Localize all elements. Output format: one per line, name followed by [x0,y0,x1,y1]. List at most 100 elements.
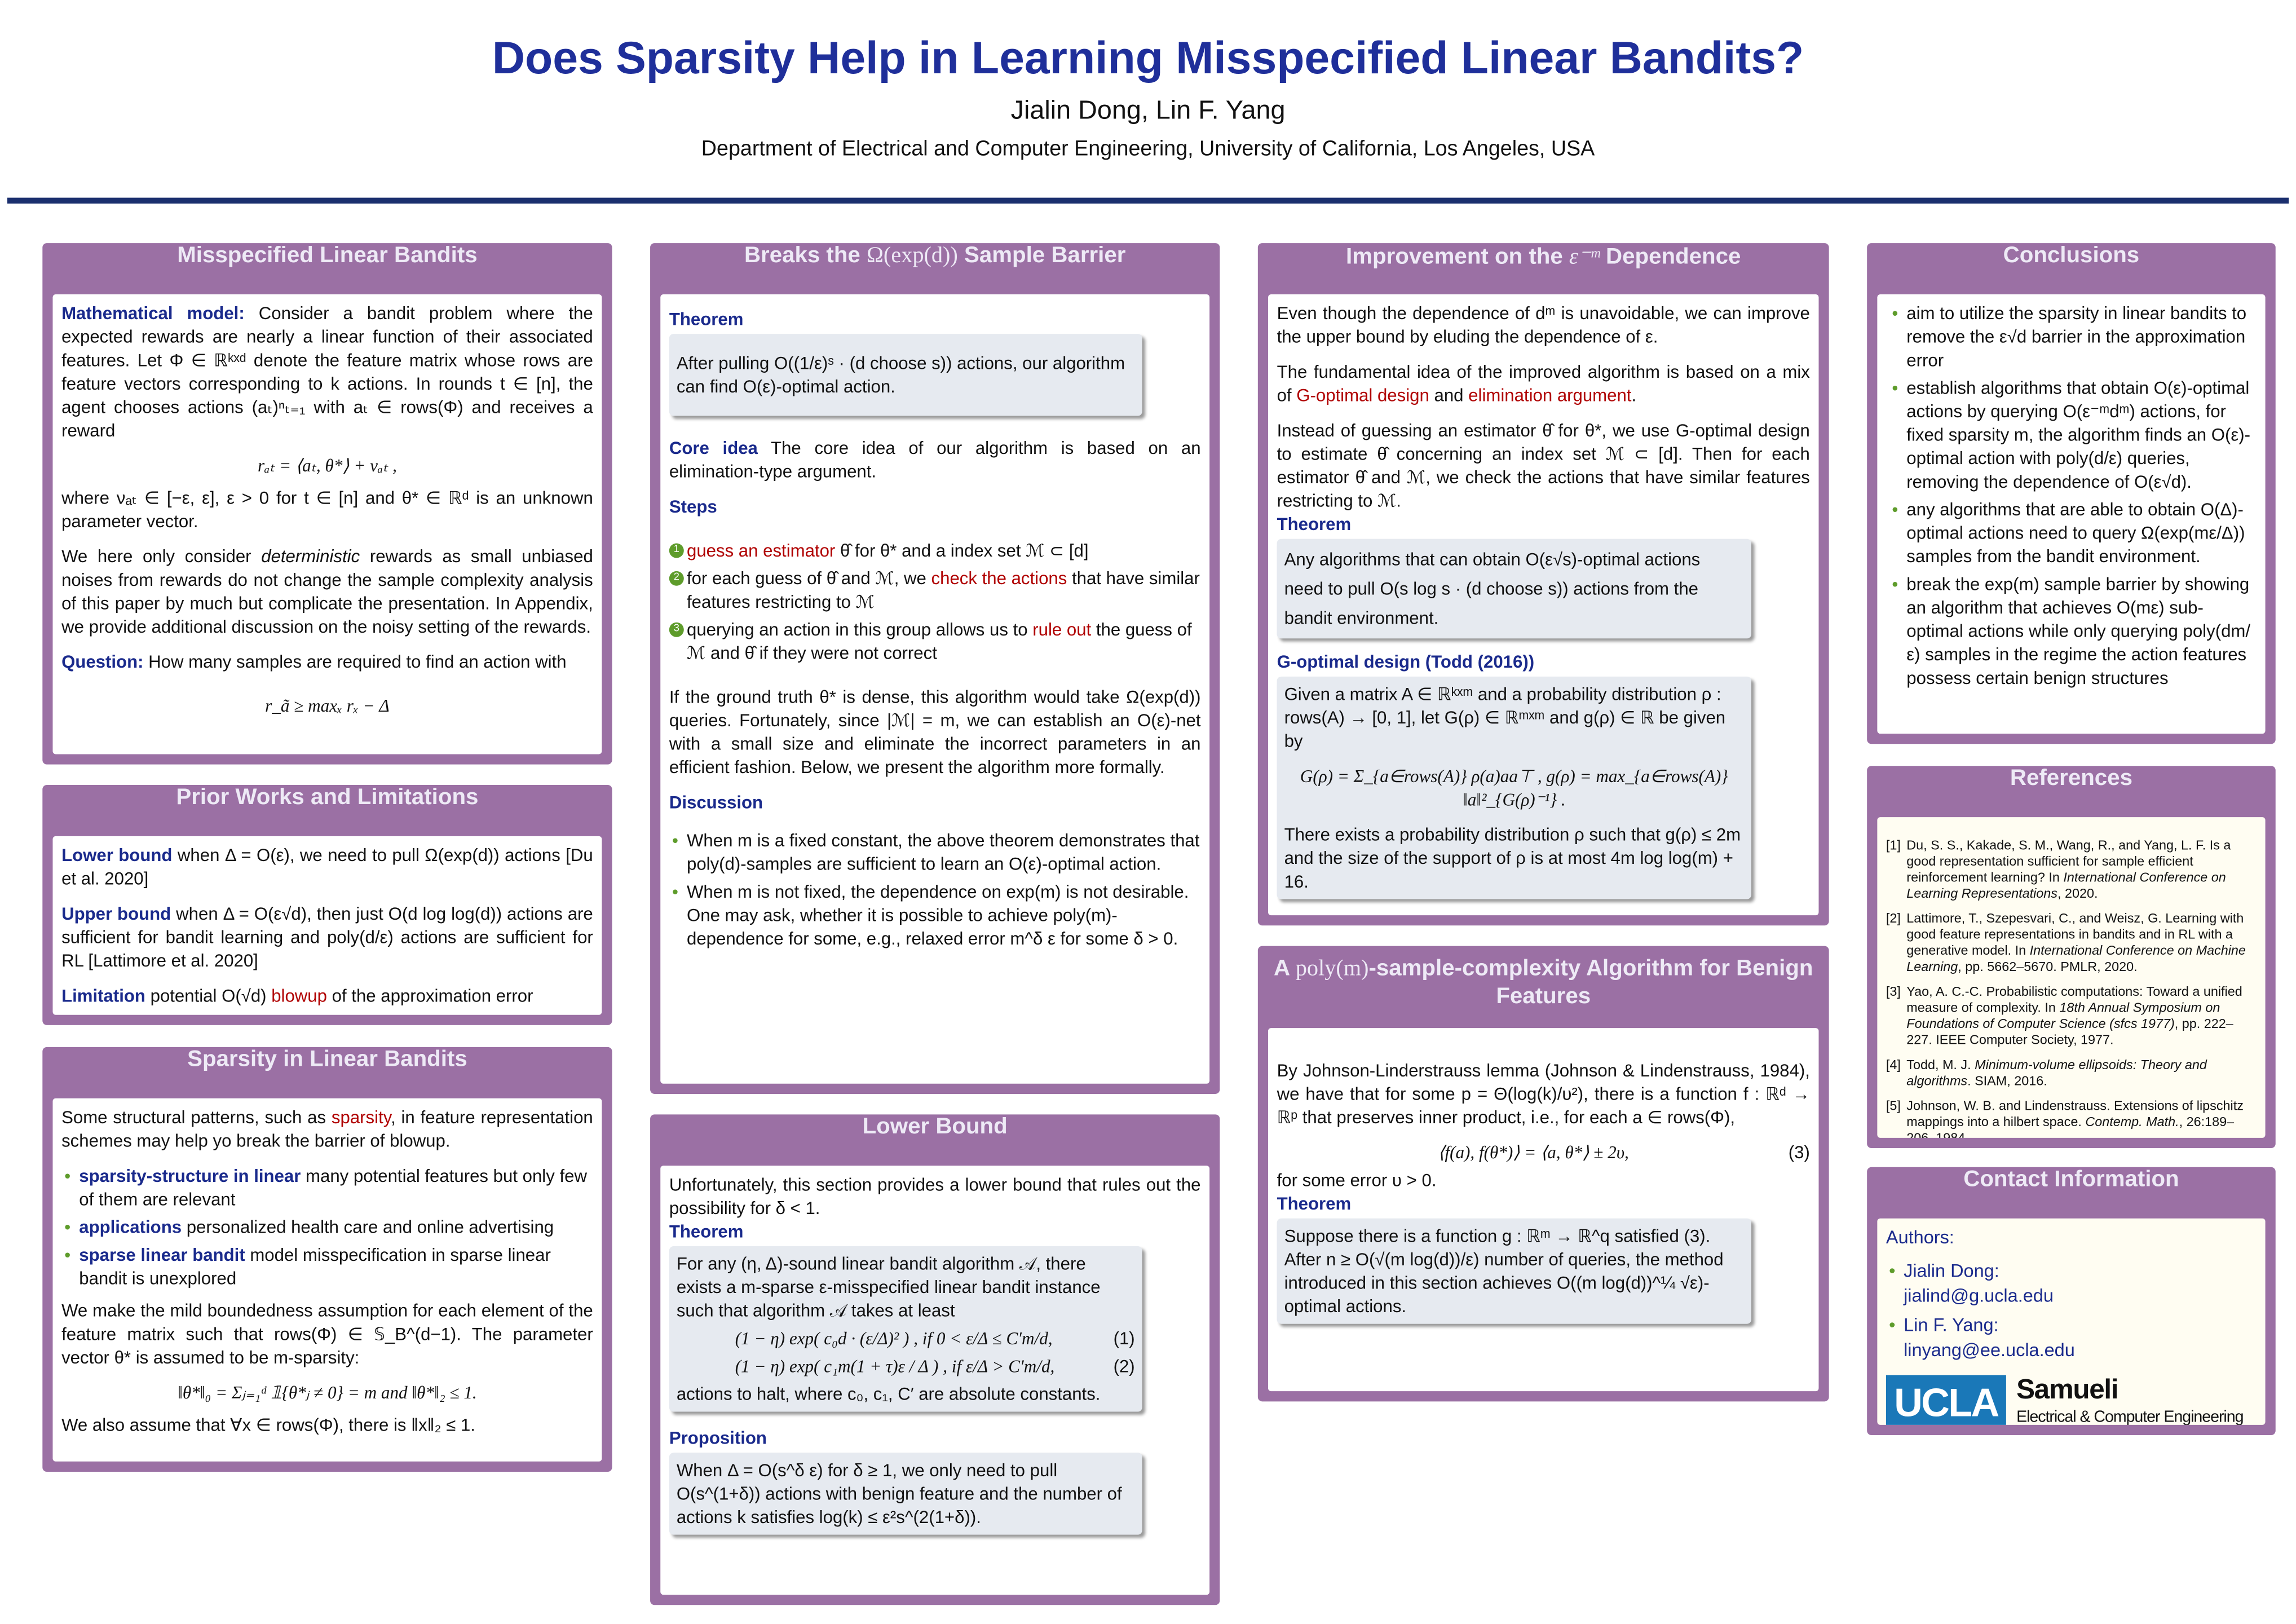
label: Upper bound [61,903,171,924]
list-item: When m is not fixed, the dependence on e… [672,880,1201,951]
panel-body: [1]Du, S. S., Kakade, S. M., Wang, R., a… [1877,817,2266,1138]
title-text: A [1273,956,1296,981]
title-text: Sample Barrier [957,243,1126,268]
proposition-box: When Δ = O(s^δ ε) for δ ≥ 1, we only nee… [669,1453,1142,1535]
text: of the approximation error [326,985,533,1007]
ucla-logo-mark: UCLA [1886,1375,2006,1425]
list-item: sparse linear bandit model misspecificat… [64,1243,593,1290]
panel-body: Even though the dependence of dᵐ is unav… [1268,294,1819,916]
text: querying an action in this group allows … [686,619,1033,640]
reward-equation: rₐₜ = ⟨aₜ, θ*⟩ + νₐₜ , [257,455,397,476]
equation-3: ⟨f(a), f(θ*)⟩ = ⟨a, θ*⟩ ± 2υ,(3) [1277,1141,1810,1164]
panel-body: Theorem After pulling O((1/ε)ˢ · (d choo… [660,294,1210,1084]
sparsity-bullets: sparsity-structure in linear many potent… [61,1164,593,1290]
text: personalized health care and online adve… [182,1217,554,1238]
paragraph: Even though the dependence of dᵐ is unav… [1277,303,1810,347]
theorem-box: For any (η, Δ)-sound linear bandit algor… [669,1246,1142,1412]
reference-text: Johnson, W. B. and Lindenstrauss. Extens… [1906,1098,2257,1138]
title-math: poly(m) [1295,956,1369,981]
panel-title: Improvement on the ε⁻ᵐ Dependence [1258,243,1829,292]
discussion-heading: Discussion [669,792,763,813]
equation-number: (2) [1113,1356,1135,1377]
title-math: ε⁻ᵐ [1569,244,1600,270]
label: Limitation [61,985,145,1007]
panel-title: A poly(m)-sample-complexity Algorithm fo… [1258,946,1829,1025]
text: model misspecification in sparse linear … [79,1245,551,1289]
list-item: When m is a fixed constant, the above th… [672,829,1201,876]
label: applications [79,1217,182,1238]
venue: 18th Annual Symposium on Foundations of … [1906,1000,2220,1031]
text: . [1631,385,1637,406]
where-text: where νₐₜ ∈ [−ε, ε], ε > 0 for t ∈ [n] a… [61,487,593,532]
assumption-paragraph: We make the mild boundedness assumption … [61,1300,593,1368]
theorem-heading: Theorem [669,308,744,330]
lower-bound-paragraph: Lower bound when Δ = O(ε), we need to pu… [61,844,593,890]
equation-2: (1 − η) exp( c₁m(1 + τ)ε / Δ ) , if ε/Δ … [677,1354,1135,1378]
panel-references: References [1]Du, S. S., Kakade, S. M., … [1867,766,2276,1149]
question-paragraph: Question: How many samples are required … [61,650,593,674]
contact-list: Jialin Dong:jialind@g.ucla.edu Lin F. Ya… [1886,1259,2257,1363]
model-text: Consider a bandit problem where the expe… [61,303,593,441]
reference-number: [4] [1886,1057,1901,1073]
contact-email-link[interactable]: jialind@g.ucla.edu [1904,1286,2054,1307]
text: the guess of ℳ and θ̂ if they were not c… [686,619,1192,664]
venue: International Conference on Learning Rep… [1906,870,2226,901]
equation-1: (1 − η) exp( c₀d · (ε/Δ)² ) , if 0 < ε/Δ… [677,1327,1135,1351]
equation-number: (1) [1113,1328,1135,1349]
panel-title: Conclusions [2003,243,2140,268]
panel-body: aim to utilize the sparsity in linear ba… [1877,294,2266,734]
theorem-text: For any (η, Δ)-sound linear bandit algor… [676,1254,1101,1321]
reference-number: [5] [1886,1098,1901,1113]
panel-improvement: Improvement on the ε⁻ᵐ Dependence Even t… [1257,243,1829,926]
paragraph: Instead of guessing an estimator θ̂ for … [1277,420,1810,511]
panel-body: Authors: Jialin Dong:jialind@g.ucla.edu … [1877,1218,2266,1425]
venue: Contemp. Math. [2085,1114,2179,1129]
reference-text: Yao, A. C.-C. Probabilistic computations… [1906,984,2257,1048]
contact-email-link[interactable]: linyang@ee.ucla.edu [1904,1340,2075,1361]
panel-title: References [2010,766,2132,791]
panel-title: Contact Information [1963,1167,2179,1192]
discussion-bullets: When m is a fixed constant, the above th… [669,829,1201,951]
panel-body: Lower bound when Δ = O(ε), we need to pu… [52,836,602,1015]
limitation-paragraph: Limitation potential O(√d) blowup of the… [61,984,593,1008]
text: potential O(√d) [145,985,272,1007]
text: θ̂ for θ* and a index set ℳ ⊂ [d] [835,540,1089,561]
step-number-icon: 3 [669,622,684,637]
result-text: There exists a probability distribution … [1284,824,1741,892]
panel-misspecified-linear-bandits: Misspecified Linear Bandits Mathematical… [42,243,612,765]
panel-breaks-barrier: Breaks the Ω(exp(d)) Sample Barrier Theo… [650,243,1220,1094]
text: We here only consider [61,546,262,567]
panel-body: Unfortunately, this section provides a l… [660,1166,1210,1595]
equation: (1 − η) exp( c₀d · (ε/Δ)² ) , if 0 < ε/Δ… [735,1328,1053,1349]
reference-number: [3] [1886,984,1901,999]
label: Lower bound [61,845,173,866]
panel-title: Breaks the Ω(exp(d)) Sample Barrier [650,243,1220,292]
conclusion-bullets: aim to utilize the sparsity in linear ba… [1886,302,2257,690]
reference-item: [5] Johnson, W. B. and Lindenstrauss. Ext… [1886,1098,2257,1138]
reference-text: Lattimore, T., Szepesvari, C., and Weisz… [1906,911,2257,975]
list-item: aim to utilize the sparsity in linear ba… [1892,302,2257,372]
title-text: Breaks the [744,243,867,268]
title-math: Ω(exp(d)) [867,243,958,268]
highlight: blowup [271,985,327,1007]
text: Todd, M. J. [1906,1057,1975,1073]
poster-affiliation: Department of Electrical and Computer En… [701,138,1595,161]
text: Johnson, W. B. and Lindenstrauss. Extens… [1906,1098,2244,1129]
question-label: Question: [61,651,144,673]
sparsity-equation: ‖θ*‖₀ = Σⱼ₌₁ᵈ 𝟙{θ*ⱼ ≠ 0} = m and ‖θ*‖₂ ≤… [178,1382,477,1403]
reference-number: [2] [1886,911,1901,926]
text: Du, S. S., Kakade, S. M., Wang, R., and … [1906,837,2231,885]
step-number-icon: 1 [669,543,684,558]
upper-bound-paragraph: Upper bound when Δ = O(ε√d), then just O… [61,902,593,973]
authors-label: Authors: [1886,1227,1954,1248]
panel-lower-bound: Lower Bound Unfortunately, this section … [650,1114,1220,1605]
intro-paragraph: Unfortunately, this section provides a l… [669,1174,1201,1219]
label: sparse linear bandit [79,1245,245,1265]
g-optimal-equation: G(ρ) = Σ_{a∈rows(A)} ρ(a)aa⊤ , g(ρ) = ma… [1300,766,1728,810]
text: that have similar features restricting t… [686,568,1200,612]
title-text: Dependence [1599,244,1741,270]
theorem-heading: Theorem [1277,514,1352,535]
panel-prior-works: Prior Works and Limitations Lower bound … [42,784,612,1025]
